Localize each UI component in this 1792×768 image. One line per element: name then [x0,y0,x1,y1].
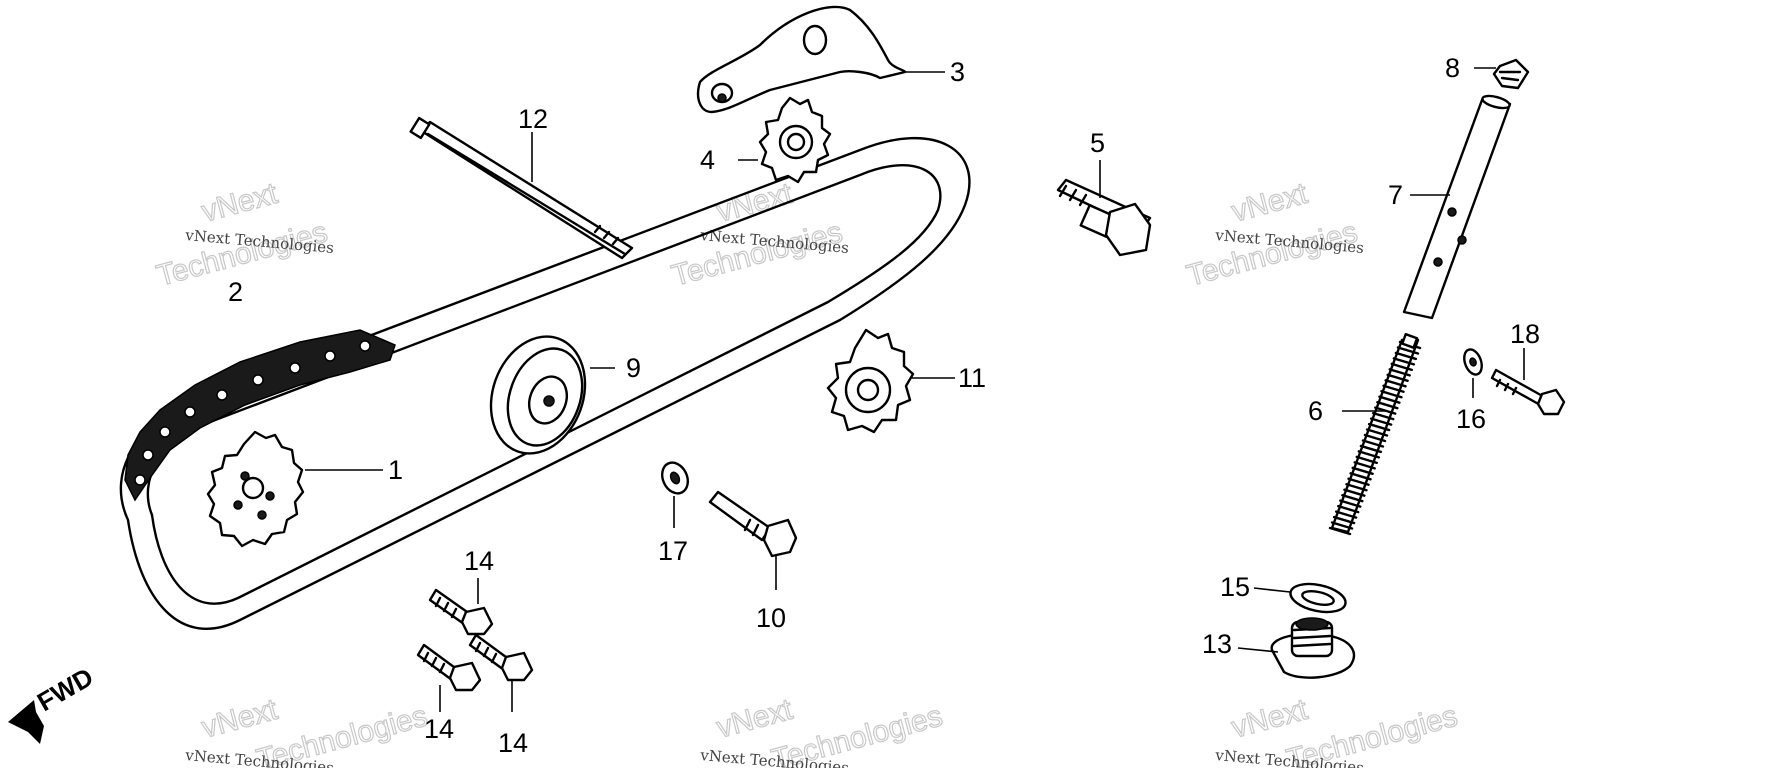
watermark-bottom-right: vNext Technologies vNext Technologies [1214,692,1462,768]
shaft-part [409,116,634,260]
large-sprocket-part [206,430,383,548]
callout-10: 10 [756,603,786,633]
fwd-label: FWD [32,662,98,718]
tensioner-arm-part [696,5,945,114]
watermark-top-left: vNext Technologies vNext Technologies [153,176,335,293]
watermark-group: vNext Technologies vNext Technologies vN… [153,176,1462,768]
callout-14-upper: 14 [464,546,494,576]
callout-1: 1 [388,455,403,485]
sealing-washer-part [1253,582,1347,614]
cap-bolt-part [1474,58,1530,90]
callout-15: 15 [1220,572,1250,602]
fwd-arrow-icon [8,700,44,744]
callout-12: 12 [518,104,548,134]
watermark-big-vnext: vNext [713,693,796,745]
callout-2: 2 [228,277,243,307]
pivot-bolt-part [1056,160,1152,257]
callout-16: 16 [1456,404,1486,434]
fwd-direction-indicator: FWD [8,662,98,744]
watermark-top-right: vNext Technologies vNext Technologies [1183,176,1365,293]
watermark-top-center: vNext Technologies vNext Technologies [668,176,850,293]
callout-11: 11 [958,363,986,393]
drain-plug-part [1237,617,1356,679]
bolt-14-lower-left [416,643,482,692]
bolt-14-lower-right [468,633,534,682]
callout-14-lower-left: 14 [424,714,454,744]
watermark-big-vnext: vNext [198,693,281,745]
callout-18: 18 [1510,319,1540,349]
bolt-14-upper [428,588,494,636]
watermark-big-vnext: vNext [198,177,281,229]
small-bolt-part [1490,348,1566,416]
roller-bolt-part [708,490,798,590]
washer-small-part [1463,348,1483,398]
watermark-bottom-center: vNext Technologies vNext Technologies [699,692,947,768]
small-sprocket-top-part [738,96,832,184]
guide-roller-part [489,335,615,455]
callout-13: 13 [1202,629,1232,659]
watermark-big-vnext: vNext [1228,177,1311,229]
callout-3: 3 [950,57,965,87]
callout-17: 17 [658,536,688,566]
callout-14-lower-right: 14 [498,728,528,758]
washer-part [660,461,690,528]
callout-7: 7 [1388,180,1403,210]
watermark-big-vnext: vNext [1228,693,1311,745]
callout-6: 6 [1308,396,1323,426]
tensioner-tube-part [1402,94,1512,320]
tensioner-spring-part [1328,332,1422,536]
callout-labels: 1 2 3 4 5 6 7 8 9 10 11 12 13 14 14 14 1… [228,53,1540,758]
callout-4: 4 [700,145,715,175]
sprocket-lower-part [826,328,955,434]
bolts-group-part [416,578,534,712]
watermark-bottom-left: vNext Technologies vNext Technologies [184,692,432,768]
callout-5: 5 [1090,128,1105,158]
roller-chain-part [124,329,396,502]
callout-8: 8 [1445,53,1460,83]
callout-9: 9 [626,353,641,383]
